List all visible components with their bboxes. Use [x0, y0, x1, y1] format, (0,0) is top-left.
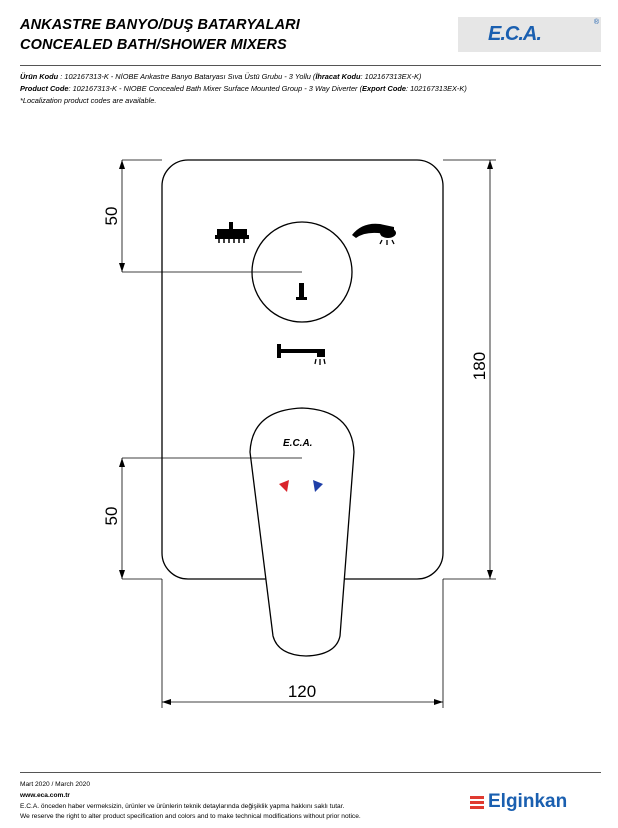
export-code-en-value: : 102167313EX-K)	[405, 84, 467, 93]
handle-logo: E.C.A.	[283, 438, 312, 449]
bath-spout-icon	[277, 344, 326, 365]
title-tr: ANKASTRE BANYO/DUŞ BATARYALARI	[20, 17, 300, 33]
footer-notice-en: We reserve the right to alter product sp…	[20, 813, 361, 820]
registered-mark: ®	[593, 19, 599, 26]
mixer-handle	[249, 407, 355, 657]
cold-indicator	[313, 480, 323, 492]
export-code-en-label: Export Code	[362, 84, 406, 93]
elginkan-brand-text: Elginkan	[488, 791, 568, 812]
down-arrow-icon	[296, 283, 307, 300]
product-code-en-text: 102167313-K - NIOBE Concealed Bath Mixer…	[72, 84, 363, 93]
header-divider	[20, 65, 601, 66]
dim-bottom-label: 50	[102, 507, 121, 526]
overhead-shower-icon	[215, 222, 249, 243]
product-code-tr-label: Ürün Kodu	[20, 72, 59, 81]
footer-website[interactable]: www.eca.com.tr	[20, 792, 70, 799]
export-code-tr-value: : 102167313EX-K)	[360, 72, 422, 81]
product-code-en-label: Product Code	[20, 84, 69, 93]
hand-shower-icon	[352, 223, 396, 245]
product-code-tr-text: 102167313-K - NİOBE Ankastre Banyo Batar…	[64, 72, 316, 81]
title-en: CONCEALED BATH/SHOWER MIXERS	[20, 37, 287, 53]
export-code-tr-label: İhracat Kodu	[315, 72, 361, 81]
localization-note: *Localization product codes are availabl…	[20, 96, 157, 105]
dim-height-label: 180	[470, 352, 489, 380]
dim-top-label: 50	[102, 207, 121, 226]
eca-logo-text: E.C.A.	[488, 23, 542, 45]
product-code-tr: Ürün Kodu : 102167313-K - NİOBE Ankastre…	[20, 72, 422, 81]
hot-indicator	[279, 480, 289, 492]
elginkan-mark-icon	[470, 796, 484, 810]
footer-date: Mart 2020 / March 2020	[20, 781, 91, 788]
footer-divider	[20, 772, 601, 773]
product-code-en: Product Code: 102167313-K - NIOBE Concea…	[20, 84, 467, 93]
dim-width-label: 120	[288, 682, 316, 701]
eca-logo: E.C.A. ®	[458, 17, 601, 52]
footer-notice-tr: E.C.A. önceden haber vermeksizin, ürünle…	[20, 803, 345, 810]
